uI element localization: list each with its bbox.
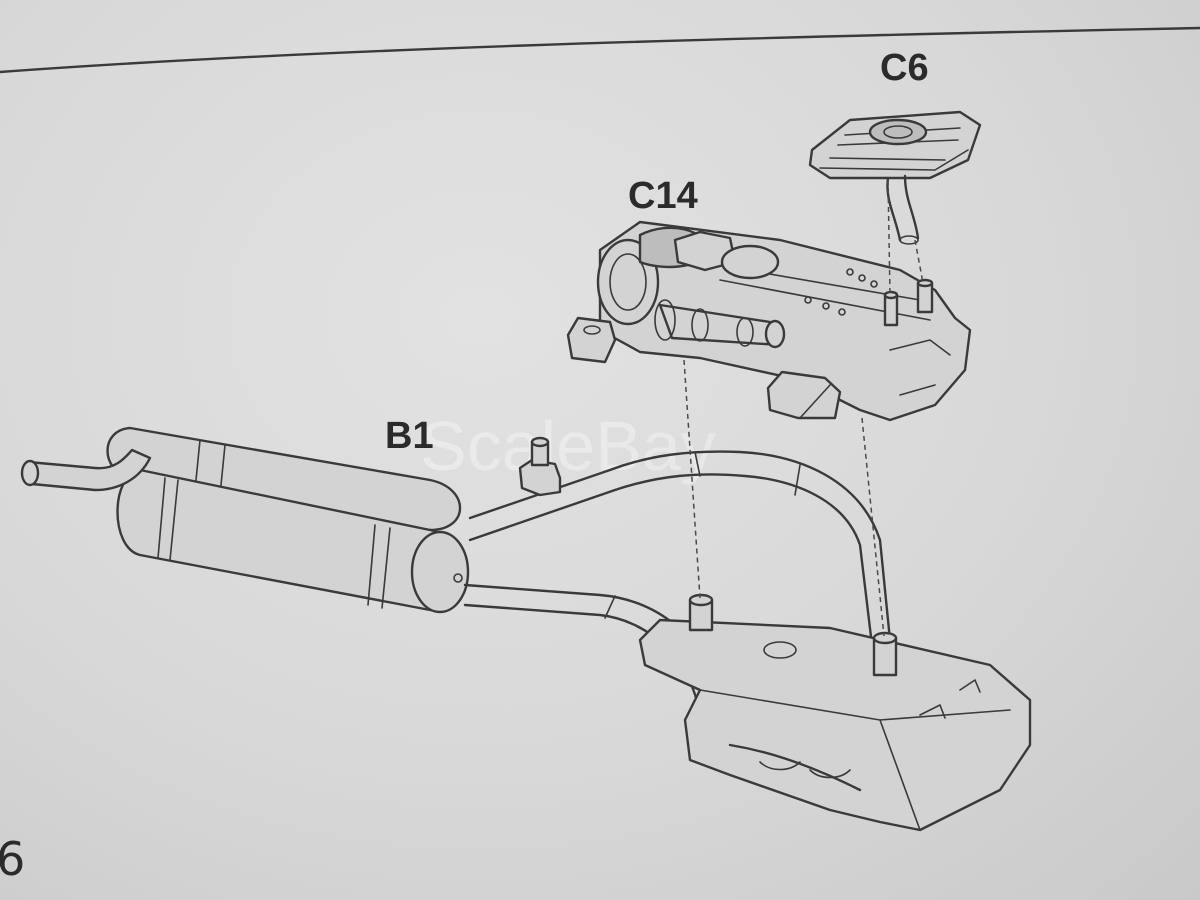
guide-c6-post-2: [914, 239, 924, 284]
assembly-guide-lines: [683, 179, 924, 637]
label-c14: C14: [628, 175, 698, 217]
label-c6: C6: [880, 47, 929, 89]
label-b1: B1: [385, 415, 434, 457]
page-border-line: [0, 26, 1200, 74]
guide-c6-post-1: [887, 179, 891, 296]
part-c14: [566, 220, 972, 422]
guide-c14-post-left: [683, 359, 701, 599]
page-number: 6: [0, 832, 25, 886]
watermark-text: ScaleBay: [420, 407, 716, 485]
guide-c14-post-right: [861, 417, 885, 637]
part-c6: [808, 110, 982, 245]
part-b1: [20, 426, 1032, 832]
